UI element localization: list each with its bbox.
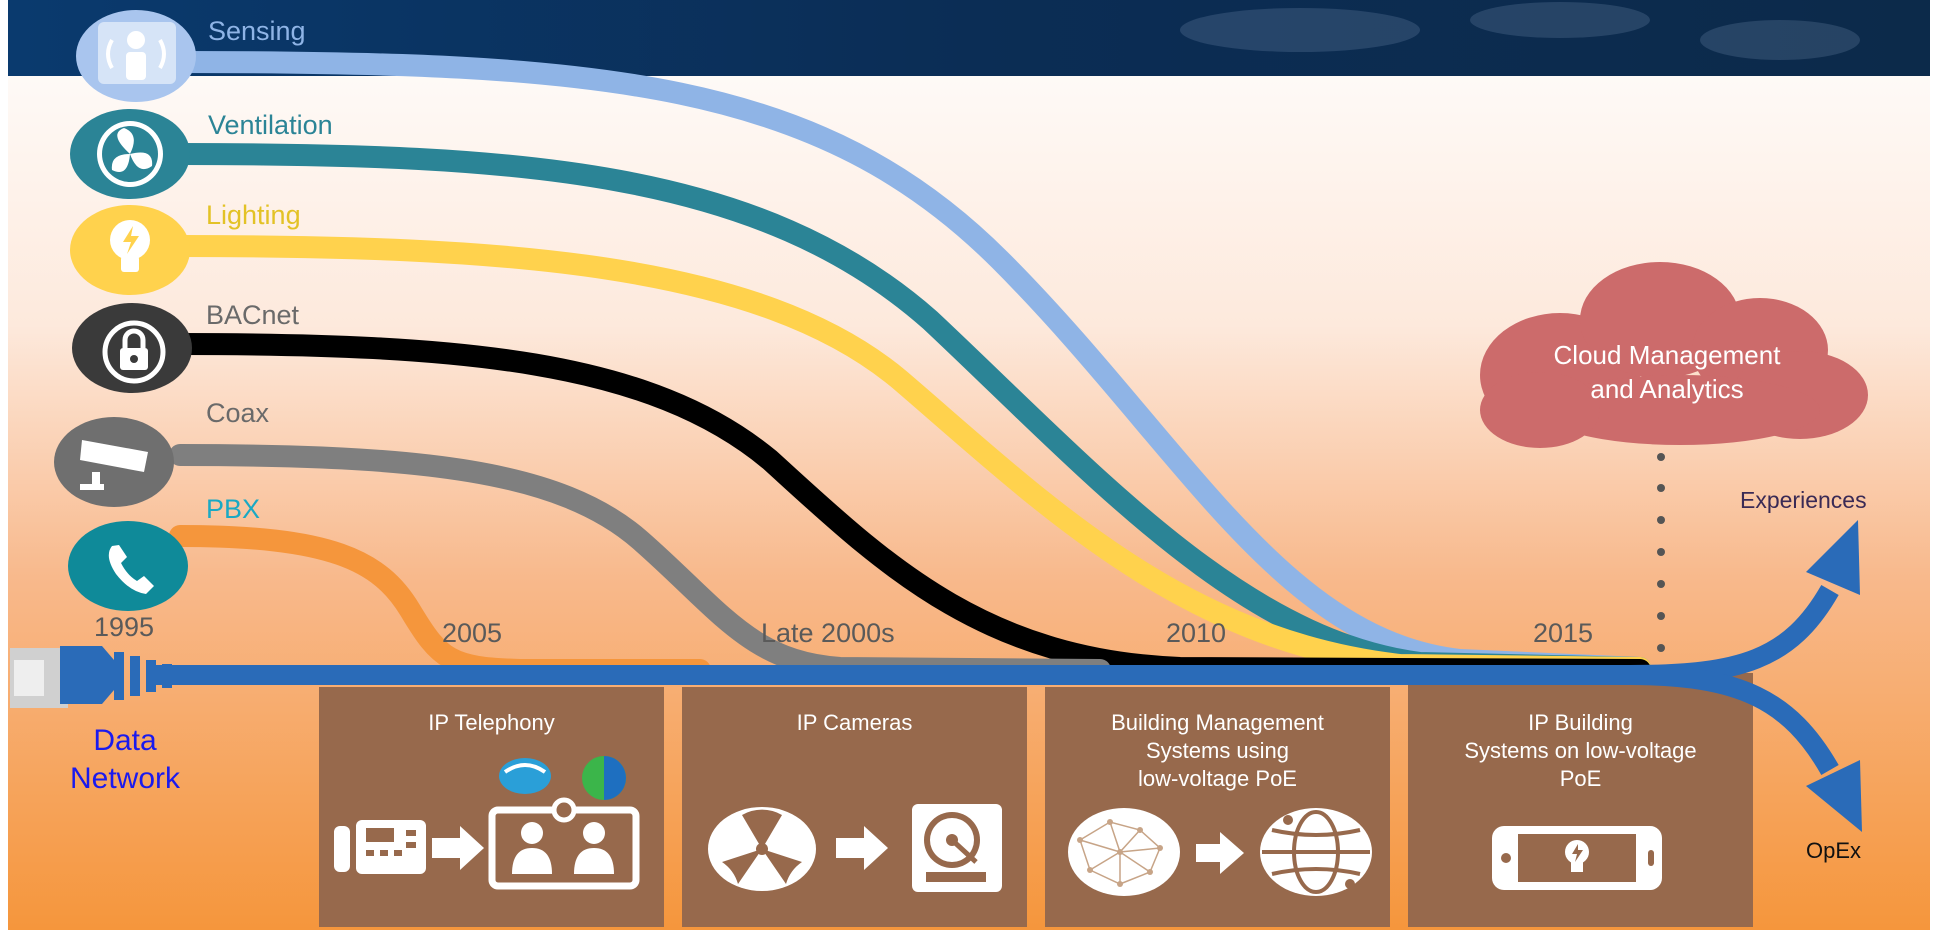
arrow-right-icon xyxy=(432,826,484,870)
globe-icon xyxy=(1260,808,1372,896)
panel-ip-cameras: IP Cameras xyxy=(682,687,1027,927)
cloud-connector-dots xyxy=(1657,453,1665,652)
cable-label-pbx: PBX xyxy=(206,494,261,524)
opex-arrowhead xyxy=(1806,760,1862,832)
ethernet-plug-icon xyxy=(10,646,172,708)
cable-label-sensing: Sensing xyxy=(208,16,306,46)
security-lock-icon xyxy=(72,303,192,393)
jabber-logo-icon xyxy=(582,756,626,800)
panel-ip-telephony: IP Telephony xyxy=(319,687,664,927)
cable-bacnet xyxy=(169,333,1651,681)
panel-title: IP Building Systems on low-voltage PoE xyxy=(1464,710,1697,791)
cloud-management-label: Cloud Management and Analytics xyxy=(1553,340,1781,404)
year-1995: 1995 xyxy=(94,612,155,642)
cable-lighting xyxy=(169,235,1651,679)
video-conference-icon xyxy=(488,797,640,890)
data-network-label-line1: Data xyxy=(93,724,157,757)
year-late-2000s: Late 2000s xyxy=(761,618,895,648)
fan-icon xyxy=(70,109,190,199)
panel-ip-building-systems: IP Building Systems on low-voltage PoE xyxy=(1408,687,1753,927)
cloud-shape xyxy=(1480,262,1868,448)
experiences-arrowhead xyxy=(1806,520,1860,595)
smartphone-lightbulb-icon xyxy=(1492,826,1662,890)
security-camera-icon xyxy=(54,417,174,507)
desk-phone-icon xyxy=(334,820,426,874)
cable-label-coax: Coax xyxy=(206,398,270,428)
cable-label-bacnet: BACnet xyxy=(206,300,300,330)
year-2005: 2005 xyxy=(442,618,503,648)
lightbulb-icon xyxy=(70,205,190,295)
year-2010: 2010 xyxy=(1166,618,1227,648)
film-reel-icon xyxy=(708,807,816,891)
panel-title: IP Telephony xyxy=(428,710,555,735)
year-2015: 2015 xyxy=(1533,618,1594,648)
panel-title: Building Management Systems using low-vo… xyxy=(1111,710,1324,791)
outcome-opex: OpEx xyxy=(1806,838,1862,863)
phone-icon xyxy=(68,521,188,611)
header-world-map-texture xyxy=(1180,2,1860,60)
cable-coax xyxy=(169,444,1111,681)
cable-label-ventilation: Ventilation xyxy=(208,110,333,140)
webex-logo-icon xyxy=(499,758,551,794)
panel-title: IP Cameras xyxy=(796,710,913,735)
outcome-experiences: Experiences xyxy=(1740,487,1867,513)
cable-sensing xyxy=(169,51,1651,679)
data-network-label: Data Network xyxy=(52,722,198,798)
arrow-right-icon xyxy=(1196,832,1244,874)
arrow-right-icon xyxy=(836,826,888,870)
network-sphere-icon xyxy=(1068,808,1180,896)
cable-label-lighting: Lighting xyxy=(206,200,301,230)
sensor-person-icon xyxy=(76,10,196,102)
hard-drive-icon xyxy=(912,804,1002,892)
panel-building-management: Building Management Systems using low-vo… xyxy=(1045,687,1390,927)
cable-ventilation xyxy=(169,143,1651,679)
data-network-label-line2: Network xyxy=(69,762,181,795)
opex-arrow-shaft xyxy=(1629,665,1839,775)
